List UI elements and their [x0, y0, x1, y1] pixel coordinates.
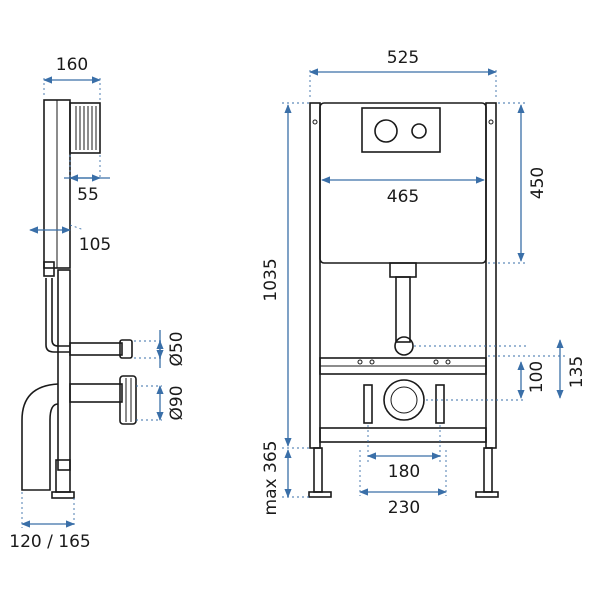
dim-label-1035: 1035	[261, 258, 281, 301]
flush-pipe-outlet	[394, 336, 414, 356]
right-foot	[483, 447, 493, 493]
side-cistern-back	[69, 102, 101, 154]
flush-plate-opening	[361, 107, 441, 153]
flush-button-small	[411, 123, 427, 139]
side-drain-bend	[21, 383, 59, 491]
side-pipe-small	[69, 342, 123, 356]
flush-pipe	[395, 276, 411, 343]
flush-pipe-top	[389, 262, 417, 278]
dim-label-d90: Ø90	[167, 385, 187, 420]
dim-label-180: 180	[388, 462, 420, 482]
side-lower-rail	[43, 261, 55, 277]
left-foot	[313, 447, 323, 493]
flush-button-large	[374, 119, 398, 143]
bottom-rail	[319, 427, 487, 443]
cistern-ribs	[75, 106, 97, 150]
dim-label-105: 105	[79, 235, 111, 255]
dim-label-100: 100	[527, 361, 547, 393]
side-pipe-large	[69, 383, 123, 403]
cistern-body	[319, 102, 487, 264]
drain-outlet-ring	[383, 379, 425, 421]
right-upright	[485, 102, 497, 449]
dim-label-55: 55	[77, 185, 99, 205]
left-upright	[309, 102, 321, 449]
dim-label-120-165: 120 / 165	[9, 532, 90, 552]
dim-label-465: 465	[387, 187, 419, 207]
dim-label-135: 135	[567, 356, 587, 388]
dim-label-max-365: max 365	[261, 441, 281, 516]
dim-label-450: 450	[528, 167, 548, 199]
dim-label-160: 160	[56, 55, 88, 75]
side-view: 160 55 105 Ø50 Ø90 120 / 165	[9, 55, 187, 552]
dim-label-525: 525	[387, 48, 419, 68]
side-support-column	[57, 269, 71, 471]
front-view: 525 465 450 1035 max 365 100 135 180	[261, 48, 587, 518]
dim-label-230: 230	[388, 498, 420, 518]
dim-label-d50: Ø50	[167, 331, 187, 366]
